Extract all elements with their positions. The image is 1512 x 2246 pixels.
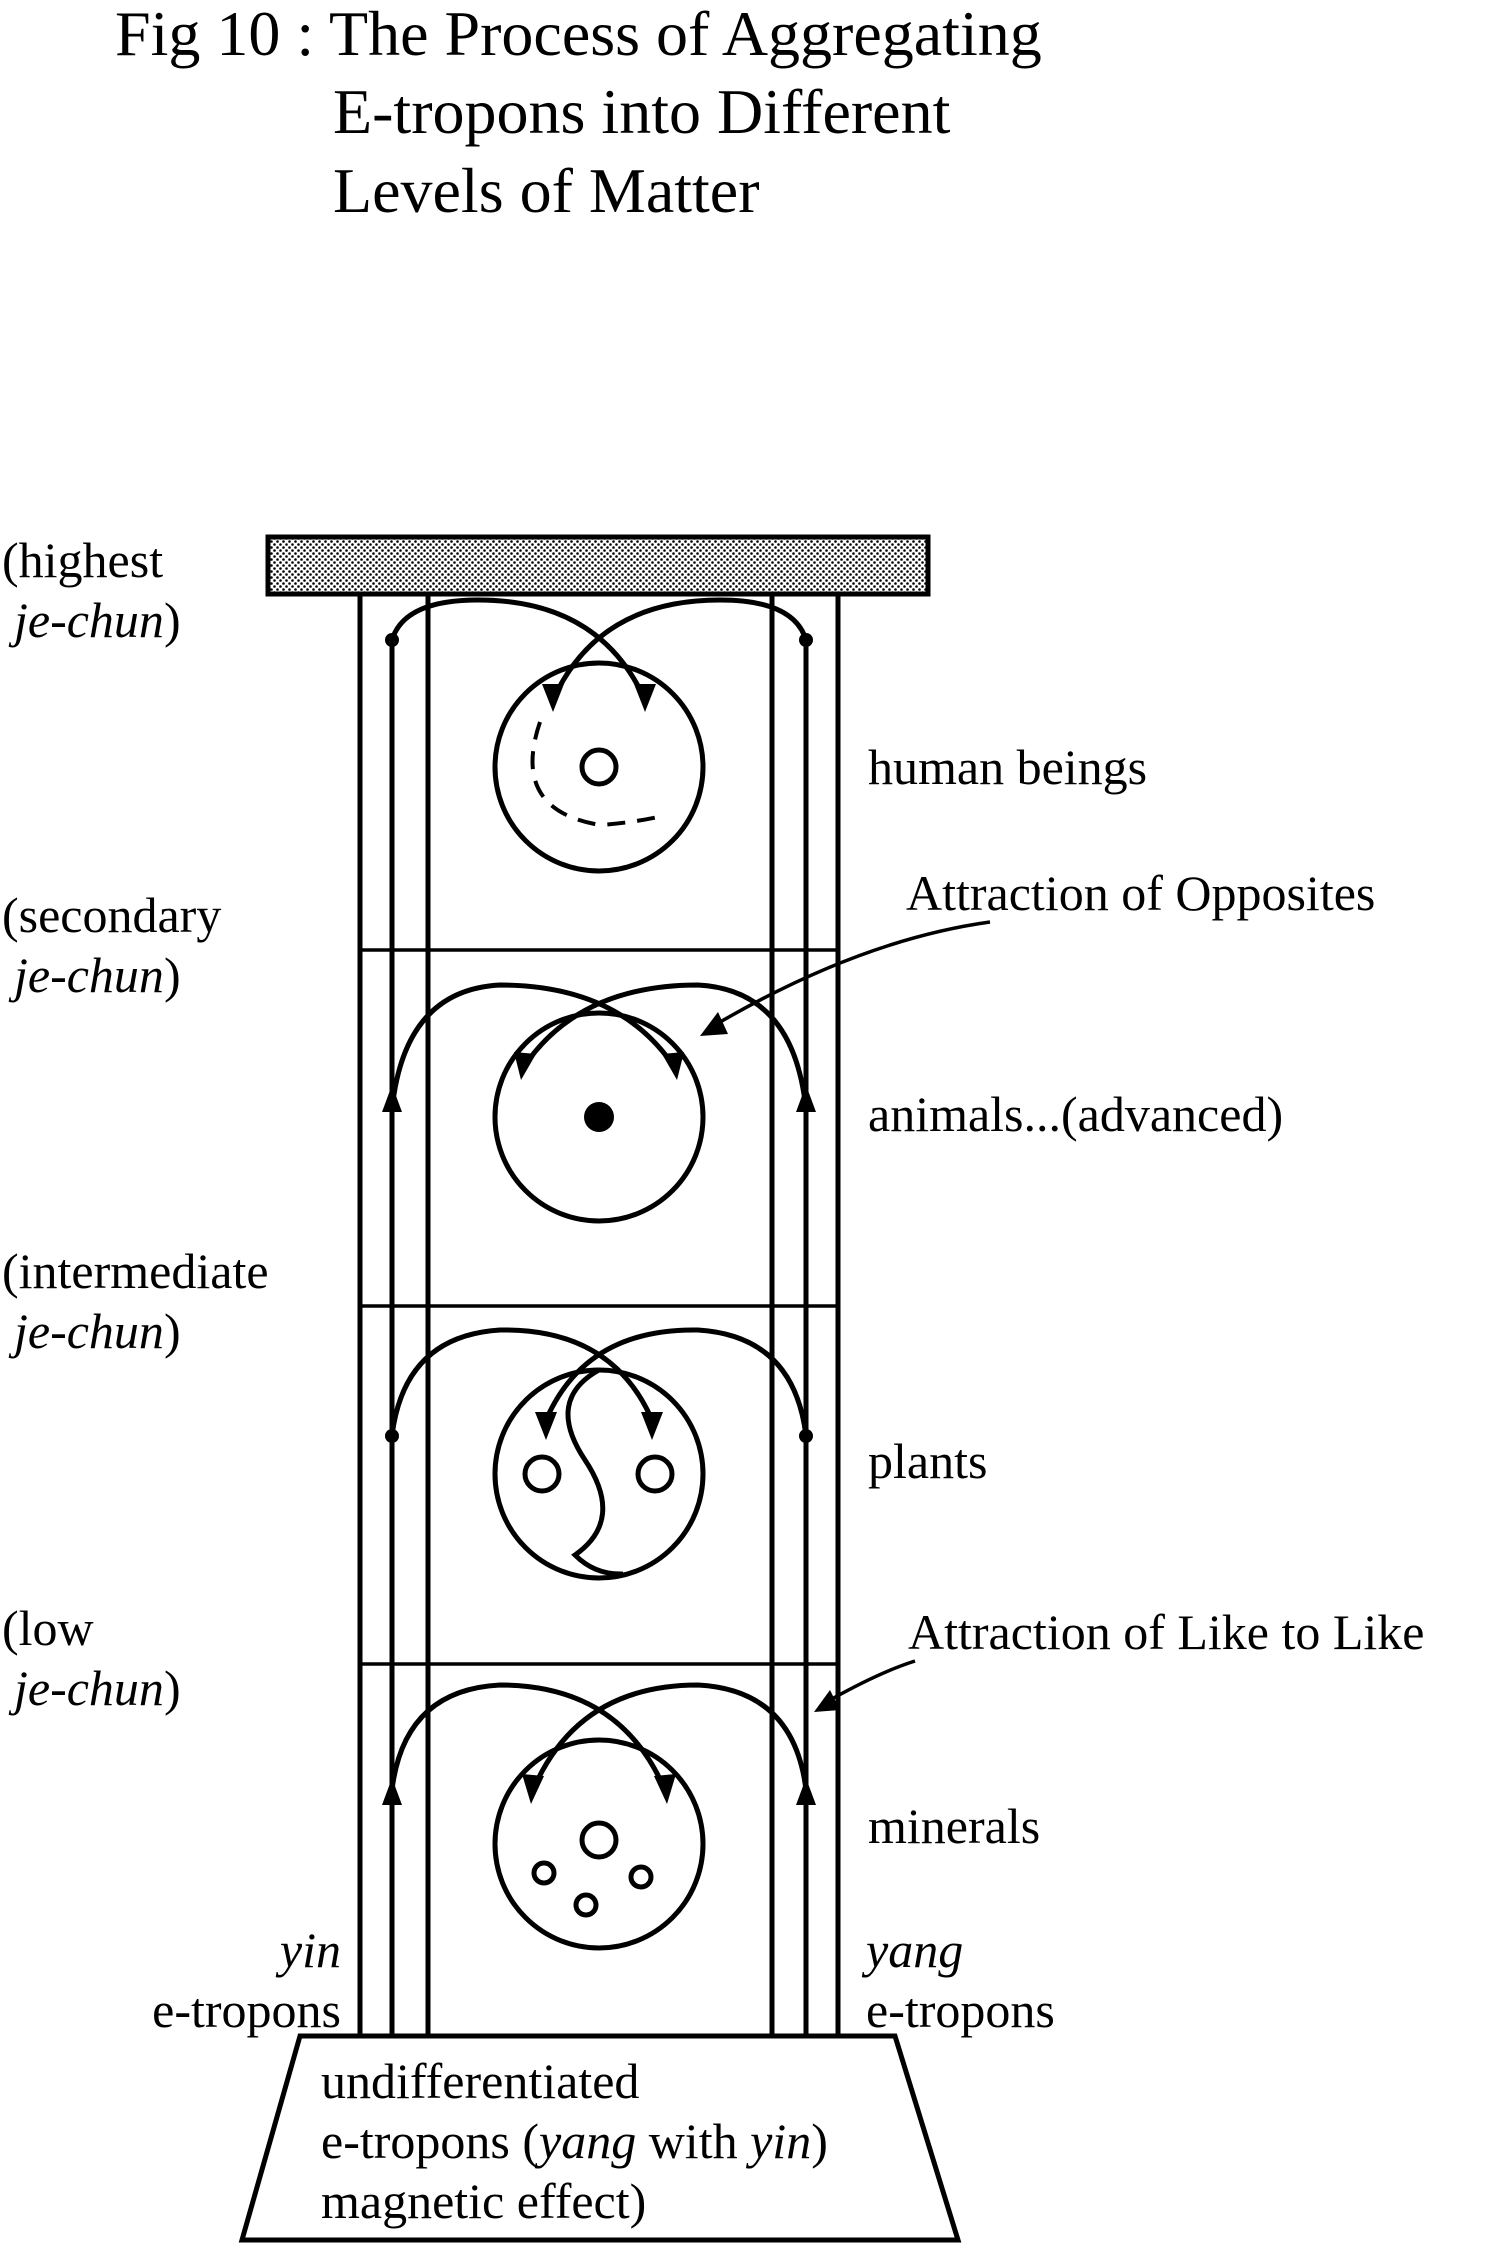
arrowhead-animals-right: [662, 1052, 684, 1080]
human-beings-level: [385, 597, 813, 874]
yin-arc-minerals: [389, 1682, 668, 1791]
level-label-highest: (highest: [2, 532, 163, 588]
animals-circle: [492, 1010, 706, 1224]
attraction-opposites-pointer: [714, 920, 991, 1027]
arrowhead-human-right: [634, 684, 656, 712]
arrowhead-human-left: [542, 684, 564, 712]
level-term-low: je-chun): [8, 1660, 181, 1716]
label-minerals: minerals: [868, 1798, 1040, 1854]
animals-level: [382, 982, 816, 1224]
attraction-of-like-to-like-label: Attraction of Like to Like: [908, 1604, 1425, 1660]
yang-e-tropons-label: e-tropons: [866, 1982, 1055, 2038]
plants-level: [385, 1327, 813, 1581]
yin-e-tropons-label: e-tropons: [152, 1982, 341, 2038]
arrowhead-animals-left: [514, 1052, 536, 1080]
label-human-beings: human beings: [868, 739, 1147, 795]
yin-node-human: [385, 633, 399, 647]
yin-arc-human: [389, 597, 648, 702]
minerals-center-particle: [579, 1820, 619, 1860]
minerals-level: [382, 1682, 816, 1951]
level-term-intermediate: je-chun): [8, 1303, 181, 1359]
level-label-low: (low: [2, 1600, 94, 1656]
yin-arc-animals: [389, 982, 678, 1111]
plants-left-circle: [522, 1454, 562, 1494]
arrowhead-plants-right: [641, 1412, 663, 1440]
minerals-left-particle: [531, 1860, 557, 1886]
yang-arc-animals: [520, 982, 809, 1111]
attraction-of-opposites-label: Attraction of Opposites: [906, 865, 1375, 921]
arrowhead-minerals-right: [654, 1774, 676, 1804]
figure-title-line-3: Levels of Matter: [333, 155, 760, 226]
base-text-line-3: magnetic effect): [321, 2173, 646, 2229]
yin-up-arrow-animals: [382, 1085, 402, 1112]
plants-right-circle: [635, 1454, 675, 1494]
attraction-opposites-arrowhead: [700, 1012, 728, 1036]
figure-title-line-1: Fig 10 : The Process of Aggregating: [115, 0, 1042, 69]
yang-node-human: [799, 633, 813, 647]
plants-s-curve: [565, 1367, 624, 1577]
yang-arc-minerals: [530, 1682, 809, 1791]
level-label-intermediate: (intermediate: [2, 1243, 269, 1299]
figure-title-line-2: E-tropons into Different: [333, 76, 951, 147]
attraction-like-pointer: [829, 1659, 916, 1702]
human-core-circle: [579, 747, 619, 787]
yang-up-arrow-animals: [796, 1085, 816, 1112]
animals-solid-core: [584, 1102, 614, 1132]
arrowhead-minerals-left: [522, 1774, 544, 1804]
level-term-highest: je-chun): [8, 592, 181, 648]
undifferentiated-base: [238, 2033, 962, 2243]
yang-label: yang: [861, 1922, 963, 1978]
human-beings-circle: [492, 660, 706, 874]
label-plants: plants: [868, 1433, 987, 1489]
base-text-line-1: undifferentiated: [321, 2053, 639, 2109]
yang-node-plants: [799, 1429, 813, 1443]
yin-label: yin: [275, 1922, 341, 1978]
yin-up-arrow-minerals: [382, 1778, 402, 1805]
label-animals: animals...(advanced): [868, 1086, 1283, 1142]
level-term-secondary: je-chun): [8, 947, 181, 1003]
level-label-secondary: (secondary: [2, 887, 221, 943]
minerals-right-particle: [628, 1864, 654, 1890]
yang-up-arrow-minerals: [796, 1778, 816, 1805]
minerals-bottom-particle: [573, 1892, 599, 1918]
attraction-like-arrowhead: [814, 1690, 840, 1712]
arrowhead-plants-left: [535, 1412, 557, 1440]
base-text-line-2: e-tropons (yang with yin): [321, 2113, 828, 2169]
yang-arc-human: [550, 597, 809, 702]
highest-je-chun-bar: [265, 534, 931, 597]
human-dashed-arc: [530, 721, 659, 828]
yin-node-plants: [385, 1429, 399, 1443]
minerals-circle: [492, 1737, 706, 1951]
